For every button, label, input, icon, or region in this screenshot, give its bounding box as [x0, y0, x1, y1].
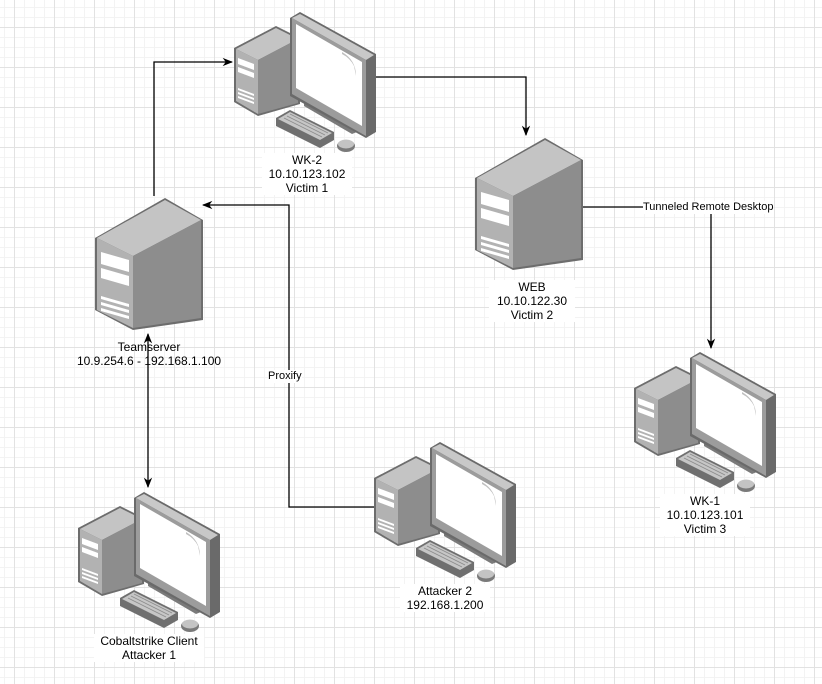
edges — [143, 57, 716, 508]
web-hostname: WEB — [518, 280, 546, 294]
web-server-icon[interactable] — [475, 138, 583, 270]
attacker2-label: Attacker 2 192.168.1.200 — [400, 584, 490, 612]
teamserver-server-icon[interactable] — [95, 198, 203, 330]
edge-wk2-to-web[interactable] — [374, 76, 531, 137]
wk2-hostname: WK-2 — [292, 153, 322, 167]
wk1-label: WK-1 10.10.123.101 Victim 3 — [660, 494, 750, 536]
teamserver-hostname: Teamserver — [117, 340, 181, 354]
attacker2-hostname: Attacker 2 — [417, 584, 473, 598]
web-ip: 10.10.122.30 — [496, 294, 568, 308]
teamserver-label: Teamserver 10.9.254.6 - 192.168.1.100 — [74, 340, 224, 368]
wk1-hostname: WK-1 — [690, 494, 720, 508]
cs-client-hostname: Cobaltstrike Client — [100, 634, 198, 648]
tunneled-remote-desktop-label: Tunneled Remote Desktop — [643, 201, 774, 214]
edge-web-to-wk1[interactable] — [582, 206, 716, 350]
web-role: Victim 2 — [510, 308, 554, 322]
wk2-ip: 10.10.123.102 — [268, 167, 346, 181]
cs-client-role: Attacker 1 — [121, 648, 177, 662]
cs-client-label: Cobaltstrike Client Attacker 1 — [94, 634, 204, 662]
edge-attacker2-to-teamserver[interactable] — [201, 200, 376, 508]
proxify-label: Proxify — [268, 370, 302, 383]
wk2-role: Victim 1 — [285, 181, 329, 195]
cs-client-workstation-icon[interactable] — [77, 491, 221, 633]
wk1-workstation-icon[interactable] — [633, 351, 777, 493]
attacker2-workstation-icon[interactable] — [373, 441, 517, 583]
wk1-ip: 10.10.123.101 — [666, 508, 744, 522]
wk2-workstation-icon[interactable] — [233, 11, 377, 153]
teamserver-ip: 10.9.254.6 - 192.168.1.100 — [76, 354, 222, 368]
wk1-role: Victim 3 — [683, 522, 727, 536]
edge-teamserver-to-wk2[interactable] — [153, 57, 234, 196]
web-label: WEB 10.10.122.30 Victim 2 — [489, 280, 575, 322]
attacker2-ip: 192.168.1.200 — [406, 598, 484, 612]
wk2-label: WK-2 10.10.123.102 Victim 1 — [262, 153, 352, 195]
